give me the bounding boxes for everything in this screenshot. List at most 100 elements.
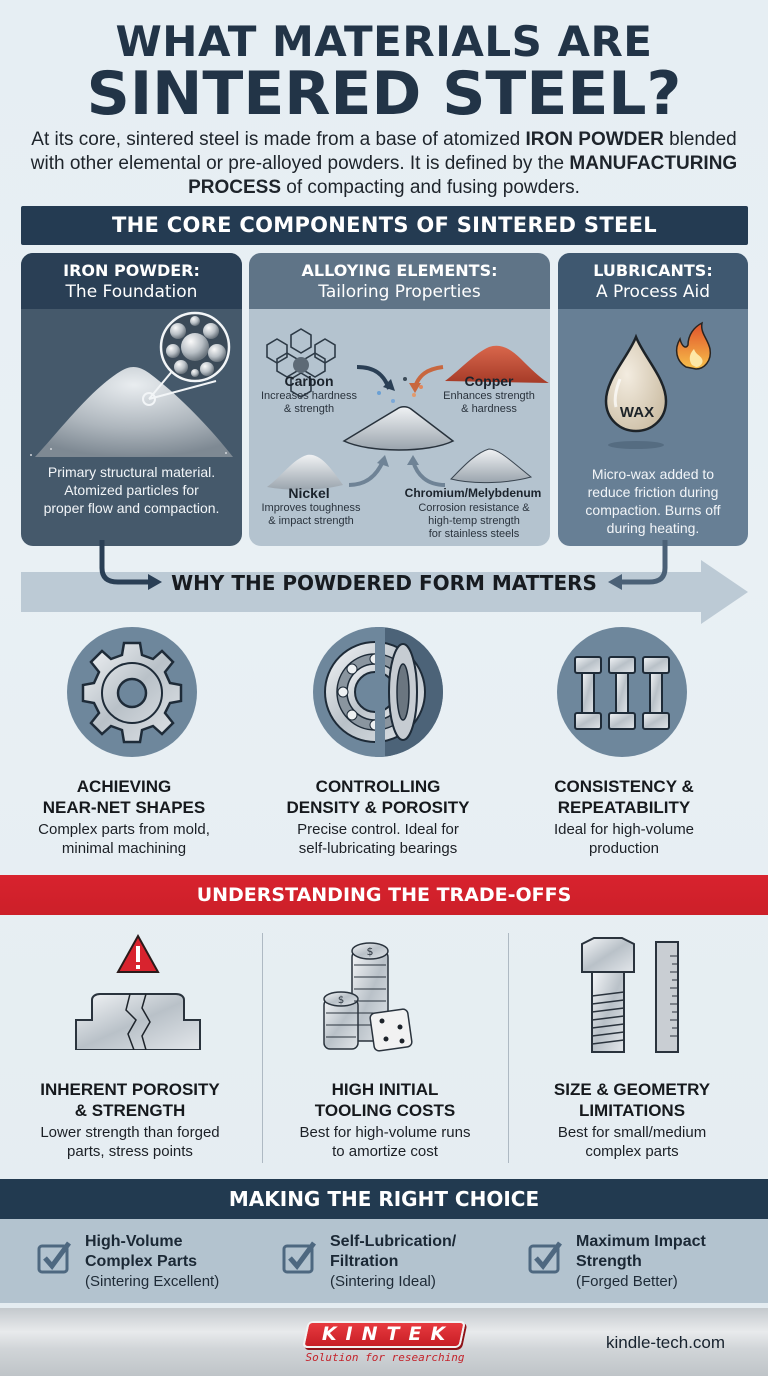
tradeoffs-heading: UNDERSTANDING THE TRADE-OFFS bbox=[0, 875, 768, 915]
desc-line: Corrosion resistance & bbox=[418, 502, 530, 514]
element-carbon-desc: Increases hardness & strength bbox=[249, 390, 369, 416]
iron-desc-line: proper flow and compaction. bbox=[43, 500, 220, 516]
element-chromium-desc: Corrosion resistance & high-temp strengt… bbox=[399, 502, 549, 541]
title-line: Filtration bbox=[330, 1253, 399, 1270]
lub-desc-line: reduce friction during bbox=[587, 484, 719, 500]
element-nickel-desc: Improves toughness & impact strength bbox=[249, 502, 373, 528]
title-line: TOOLING COSTS bbox=[314, 1101, 456, 1120]
desc-line: Lower strength than forged bbox=[40, 1124, 220, 1141]
intro-text-1: At its core, sintered steel is made from… bbox=[31, 129, 526, 150]
carbon-lattice-icon bbox=[266, 328, 336, 398]
bolts-icon bbox=[574, 656, 670, 730]
intro-bold-manufacturing: MANUFACTURING PROCESS bbox=[188, 153, 738, 198]
page-title-line1: WHAT MATERIALS ARE bbox=[115, 17, 653, 66]
benefit-1-desc: Complex parts from mold, minimal machini… bbox=[4, 820, 244, 858]
connector-arrows bbox=[99, 540, 668, 590]
kintek-tagline: Solution for researching bbox=[305, 1351, 465, 1364]
desc-line: & hardness bbox=[461, 403, 517, 415]
desc-line: self-lubricating bearings bbox=[298, 840, 458, 857]
desc-line: & strength bbox=[283, 403, 335, 415]
checkbox-checked-icon bbox=[528, 1241, 562, 1274]
desc-line: for stainless steels bbox=[428, 528, 520, 540]
copper-powder-icon bbox=[445, 345, 549, 383]
choice-3-sub: (Forged Better) bbox=[576, 1273, 678, 1290]
choice-1-title: High-Volume Complex Parts bbox=[85, 1232, 197, 1272]
nickel-powder-icon bbox=[267, 454, 343, 490]
benefit-3-title: CONSISTENCY & REPEATABILITY bbox=[504, 776, 744, 818]
choice-3-title: Maximum Impact Strength bbox=[576, 1232, 706, 1272]
alloy-mixing-diagram bbox=[266, 328, 549, 490]
mixed-powder-pile-icon bbox=[342, 406, 455, 451]
iron-panel-title: IRON POWDER: bbox=[63, 261, 200, 280]
iron-desc-line: Primary structural material. bbox=[47, 464, 216, 480]
title-line: Complex Parts bbox=[85, 1253, 198, 1270]
lubricants-panel-subtitle: A Process Aid bbox=[595, 282, 711, 302]
desc-line: Best for high-volume runs bbox=[299, 1124, 471, 1141]
desc-line: & impact strength bbox=[268, 515, 354, 527]
lub-desc-line: during heating. bbox=[606, 520, 700, 536]
title-line: NEAR-NET SHAPES bbox=[42, 798, 206, 817]
lub-desc-line: Micro-wax added to bbox=[591, 466, 715, 482]
title-line: CONTROLLING bbox=[315, 777, 441, 796]
right-choice-heading: MAKING THE RIGHT CHOICE bbox=[0, 1179, 768, 1219]
element-copper-desc: Enhances strength & hardness bbox=[429, 390, 549, 416]
desc-line: Best for small/medium bbox=[557, 1124, 707, 1141]
choice-1-sub: (Sintering Excellent) bbox=[85, 1273, 220, 1290]
desc-line: Increases hardness bbox=[261, 390, 357, 402]
page-title-line2: SINTERED STEEL? bbox=[86, 59, 682, 129]
alloy-panel-subtitle: Tailoring Properties bbox=[318, 282, 481, 302]
title-line: Self-Lubrication/ bbox=[330, 1233, 457, 1250]
chromium-powder-icon bbox=[450, 448, 533, 484]
desc-line: Ideal for high-volume bbox=[553, 821, 695, 838]
title-line: ACHIEVING bbox=[76, 777, 172, 796]
desc-line: Improves toughness bbox=[261, 502, 361, 514]
tradeoff-3-title: SIZE & GEOMETRY LIMITATIONS bbox=[512, 1079, 752, 1121]
kintek-logo-text: KINTEK bbox=[321, 1323, 455, 1345]
gear-icon bbox=[81, 641, 183, 744]
title-line: REPEATABILITY bbox=[557, 798, 691, 817]
intro-text-3: of compacting and fusing powders. bbox=[281, 177, 580, 198]
desc-line: complex parts bbox=[585, 1143, 679, 1160]
lubricants-panel-header: LUBRICANTS: A Process Aid bbox=[558, 253, 748, 309]
benefit-circle-3 bbox=[557, 627, 687, 757]
title-line: Maximum Impact bbox=[576, 1233, 706, 1250]
wax-drop-icon bbox=[604, 333, 668, 433]
why-banner-arrow bbox=[21, 560, 748, 624]
intro-paragraph: At its core, sintered steel is made from… bbox=[30, 128, 738, 200]
divider bbox=[262, 933, 263, 1163]
checkbox-checked-icon bbox=[37, 1241, 71, 1274]
core-components-heading: THE CORE COMPONENTS OF SINTERED STEEL bbox=[21, 206, 748, 245]
wax-label: WAX bbox=[619, 404, 655, 421]
title-line: INHERENT POROSITY bbox=[40, 1080, 220, 1099]
bolt-ruler-icon bbox=[581, 937, 679, 1053]
website-link[interactable]: kindle-tech.com bbox=[606, 1333, 726, 1352]
element-chromium-name: Chromium/Melybdenum bbox=[404, 486, 542, 500]
intro-text-2: blended with other elemental or pre-allo… bbox=[30, 129, 737, 174]
benefit-2-title: CONTROLLING DENSITY & POROSITY bbox=[258, 776, 498, 818]
tradeoff-1-desc: Lower strength than forged parts, stress… bbox=[10, 1123, 250, 1161]
iron-panel-description: Primary structural material. Atomized pa… bbox=[21, 463, 242, 517]
svg-text:$: $ bbox=[338, 995, 344, 1006]
desc-line: Complex parts from mold, bbox=[38, 821, 210, 838]
alloy-panel-title: ALLOYING ELEMENTS: bbox=[301, 261, 498, 280]
choice-area bbox=[0, 1219, 768, 1303]
divider bbox=[508, 933, 509, 1163]
lubricants-panel-title: LUBRICANTS: bbox=[593, 261, 713, 280]
benefit-3-desc: Ideal for high-volume production bbox=[504, 820, 744, 858]
lubricants-panel: LUBRICANTS: A Process Aid WAX Micro-wax … bbox=[558, 253, 748, 546]
title-line: & STRENGTH bbox=[74, 1101, 186, 1120]
tradeoff-3-desc: Best for small/medium complex parts bbox=[512, 1123, 752, 1161]
iron-powder-panel: IRON POWDER: The Foundation Primary stru… bbox=[21, 253, 242, 546]
flame-icon bbox=[675, 321, 712, 370]
iron-panel-header: IRON POWDER: The Foundation bbox=[21, 253, 242, 309]
choice-2-title: Self-Lubrication/ Filtration bbox=[330, 1232, 456, 1272]
lub-desc-line: compaction. Burns off bbox=[585, 502, 721, 518]
iron-powder-pile-icon bbox=[30, 311, 233, 457]
desc-line: Enhances strength bbox=[443, 390, 535, 402]
choice-2-sub: (Sintering Ideal) bbox=[330, 1273, 436, 1290]
title-line: CONSISTENCY & bbox=[554, 777, 694, 796]
wax-illustration bbox=[604, 321, 712, 449]
alloy-panel-header: ALLOYING ELEMENTS: Tailoring Properties bbox=[249, 253, 550, 309]
benefit-circle-2 bbox=[313, 627, 443, 757]
title-line: High-Volume bbox=[85, 1233, 183, 1250]
